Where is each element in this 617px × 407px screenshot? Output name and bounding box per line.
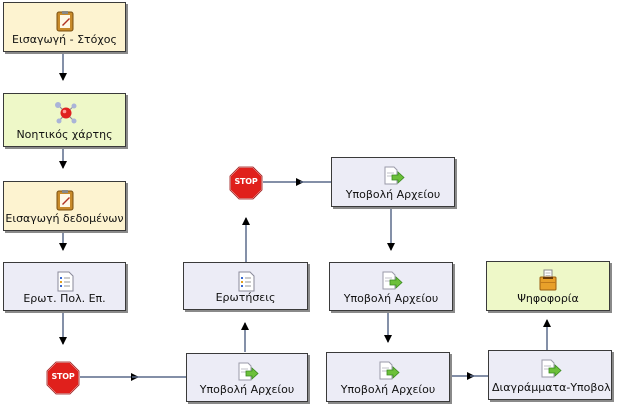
node-diagrams-upload[interactable]: Διαγράμματα-Υποβολή — [488, 350, 612, 400]
node-mind-map[interactable]: Νοητικός χάρτης — [3, 93, 126, 147]
node-quiz-multiple-choice[interactable]: Ερωτ. Πολ. Επ. — [3, 262, 126, 311]
node-upload-4[interactable]: Υποβολή Αρχείου — [326, 352, 450, 402]
node-label: Ερωτ. Πολ. Επ. — [23, 292, 106, 305]
node-label: Υποβολή Αρχείου — [343, 292, 439, 305]
node-label: Υποβολή Αρχείου — [340, 383, 436, 396]
checklist-icon — [54, 270, 76, 292]
stop-octagon-icon — [46, 361, 80, 395]
node-voting[interactable]: Ψηφοφορία — [486, 261, 610, 311]
notepad-icon — [54, 10, 76, 32]
file-upload-icon — [236, 361, 259, 383]
node-intro-goal[interactable]: Εισαγωγή - Στόχος — [3, 2, 126, 52]
stop-label: STOP — [234, 177, 258, 186]
stop-sign-2[interactable]: STOP — [229, 166, 263, 200]
node-questions[interactable]: Ερωτήσεις — [183, 262, 308, 310]
file-upload-icon — [382, 165, 405, 187]
ballot-box-icon — [537, 269, 559, 291]
node-label: Νοητικός χάρτης — [16, 128, 113, 141]
node-label: Ερωτήσεις — [215, 291, 276, 304]
stop-sign-1[interactable]: STOP — [46, 361, 80, 395]
node-data-entry[interactable]: Εισαγωγή δεδομένων — [3, 181, 126, 231]
node-label: Διαγράμματα-Υποβολή — [492, 381, 611, 394]
stop-octagon-icon — [229, 166, 263, 200]
stop-label: STOP — [51, 372, 75, 381]
file-upload-icon — [539, 358, 562, 380]
notepad-icon — [54, 189, 76, 211]
node-upload-3[interactable]: Υποβολή Αρχείου — [329, 262, 453, 311]
node-label: Υποβολή Αρχείου — [345, 188, 441, 201]
molecule-icon — [54, 101, 76, 124]
node-upload-1[interactable]: Υποβολή Αρχείου — [186, 353, 308, 402]
file-upload-icon — [380, 270, 403, 292]
node-label: Υποβολή Αρχείου — [199, 383, 295, 396]
node-label: Ψηφοφορία — [517, 292, 579, 305]
node-label: Εισαγωγή - Στόχος — [12, 33, 117, 46]
node-label: Εισαγωγή δεδομένων — [5, 212, 124, 225]
file-upload-icon — [377, 360, 400, 382]
checklist-icon — [235, 270, 257, 292]
node-upload-2[interactable]: Υποβολή Αρχείου — [331, 157, 455, 207]
